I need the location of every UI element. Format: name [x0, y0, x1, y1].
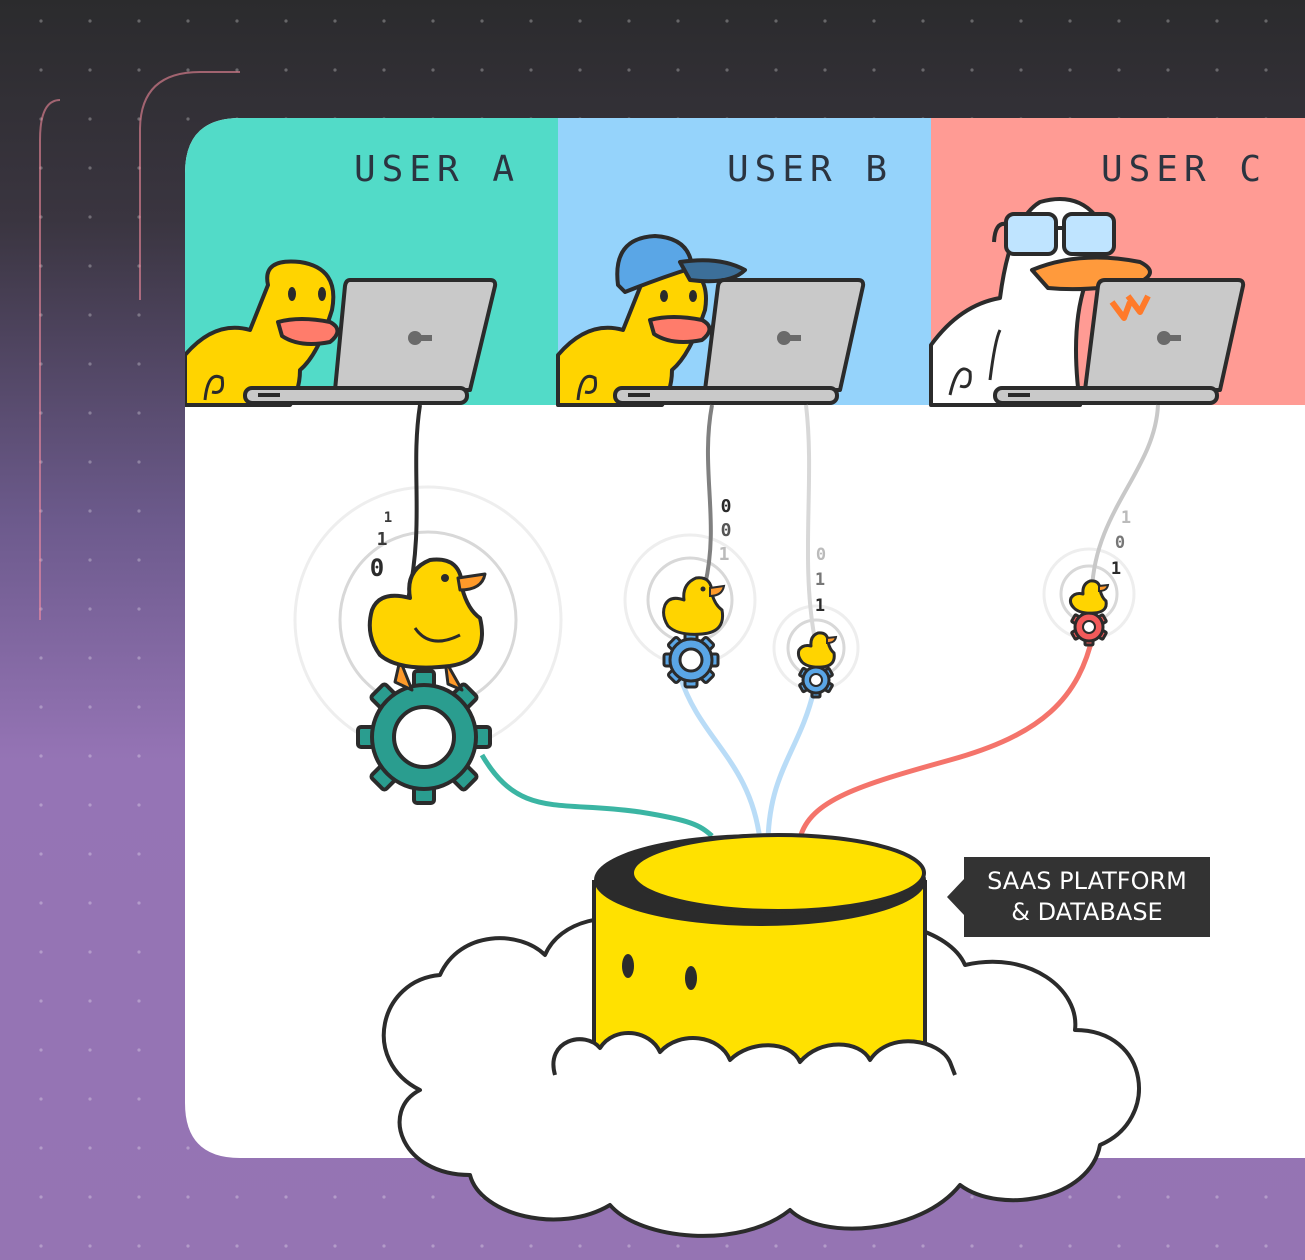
user-a-bits: 1 1 0: [370, 510, 392, 582]
decorative-line: [39, 71, 240, 620]
database-icon: [551, 833, 957, 1076]
cap-icon: [615, 234, 747, 294]
svg-text:0: 0: [721, 496, 732, 517]
user-b-bits-1: 0 0 1: [719, 496, 732, 565]
user-a-small-duck-icon: [367, 557, 487, 692]
sticker-icon: [1109, 294, 1151, 321]
user-c-laptop-icon: [993, 278, 1246, 405]
user-c-small-duck-icon: [1068, 579, 1110, 615]
svg-text:1: 1: [1121, 508, 1131, 528]
user-b-bits-2: 0 1 1: [815, 545, 826, 616]
user-c-label: USER C: [1101, 149, 1267, 190]
user-b-cable-2: [804, 404, 817, 641]
platform-label-line1: SAAS PLATFORM: [987, 867, 1187, 895]
svg-text:1: 1: [719, 544, 730, 565]
svg-text:1: 1: [815, 570, 825, 590]
user-b-small-duck-icon-2: [796, 631, 838, 669]
svg-text:0: 0: [1115, 533, 1125, 553]
platform-label-line2: & DATABASE: [1011, 898, 1162, 926]
platform-tooltip: SAAS PLATFORM & DATABASE: [947, 857, 1210, 937]
blue-flow-line-2: [765, 689, 817, 841]
user-a-laptop-icon: [243, 278, 498, 405]
user-a-label: USER A: [354, 149, 520, 190]
user-b-gear-icon: [662, 631, 720, 689]
glasses-icon: [992, 212, 1116, 256]
user-b-label: USER B: [727, 149, 893, 190]
svg-text:1: 1: [384, 510, 392, 526]
user-c-bits: 1 0 1: [1111, 508, 1131, 579]
blue-flow-line-1: [677, 675, 763, 841]
teal-flow-line: [479, 753, 714, 838]
user-a-duck-icon: [185, 259, 340, 407]
svg-text:1: 1: [377, 529, 388, 550]
user-b-gear-icon-2: [798, 661, 834, 699]
svg-text:1: 1: [1111, 559, 1121, 579]
svg-text:0: 0: [721, 520, 732, 541]
svg-text:1: 1: [815, 596, 825, 616]
user-b-small-duck-icon: [662, 576, 726, 636]
user-b-cable-1: [703, 404, 714, 586]
user-c-cable: [1090, 404, 1160, 591]
svg-text:0: 0: [370, 554, 384, 582]
red-flow-line: [797, 629, 1097, 839]
user-a-gear-icon: [356, 669, 492, 805]
svg-text:0: 0: [816, 545, 826, 565]
user-b-laptop-icon: [613, 278, 866, 405]
